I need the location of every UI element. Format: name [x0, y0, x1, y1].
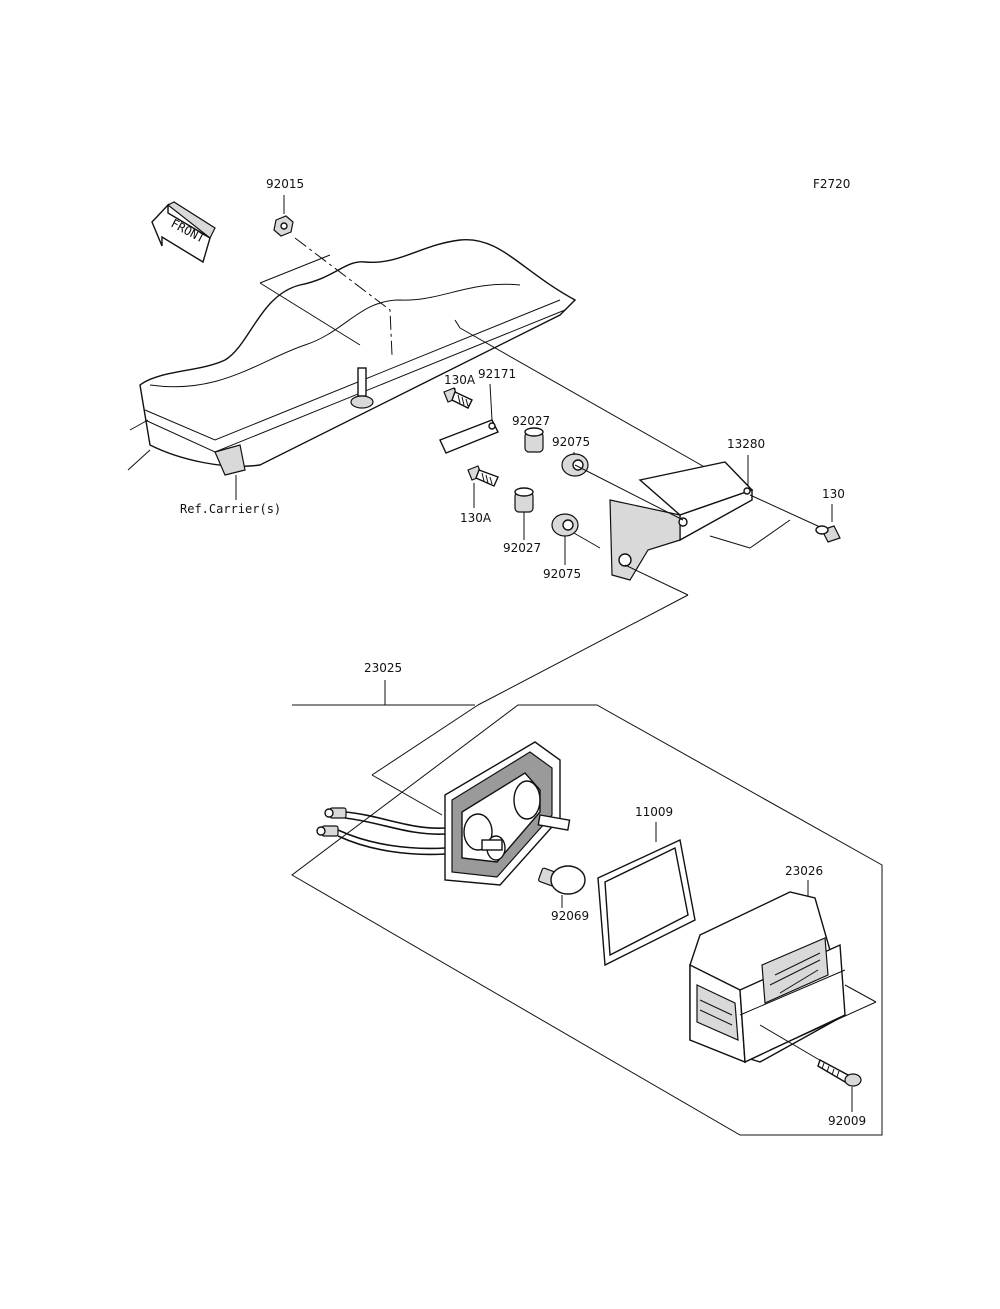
bulb-92069-part — [538, 865, 586, 895]
label-23026: 23026 — [785, 864, 823, 878]
figure-code: F2720 — [813, 177, 850, 191]
label-23025: 23025 — [364, 661, 402, 675]
label-92171: 92171 — [478, 367, 516, 381]
ref-carrier-label: Ref.Carrier(s) — [180, 502, 281, 516]
label-11009: 11009 — [635, 805, 673, 819]
bolt-130a-top-part — [443, 387, 473, 409]
bolt-130-part — [815, 525, 841, 543]
gasket-11009-part — [597, 838, 696, 967]
bracket-13280-part — [609, 461, 754, 581]
label-92027-bottom: 92027 — [503, 541, 541, 555]
label-130a-top: 130A — [444, 373, 476, 387]
strap-92171-part — [439, 419, 499, 454]
label-92075-top: 92075 — [552, 435, 590, 449]
label-130: 130 — [822, 487, 845, 501]
label-92027-top: 92027 — [512, 414, 550, 428]
screw-92009-part — [817, 1058, 862, 1087]
front-arrow-icon: FRONT — [151, 201, 216, 264]
label-92075-bottom: 92075 — [543, 567, 581, 581]
label-92069: 92069 — [551, 909, 589, 923]
bolt-130a-bottom-part — [467, 465, 499, 487]
carrier-bolt-part — [350, 367, 374, 409]
carrier-ref-part — [127, 239, 577, 476]
grommet-92075-bottom-part — [551, 513, 579, 537]
collar-92027-bottom-part — [514, 487, 534, 513]
wire-harness-part — [316, 807, 446, 856]
label-13280: 13280 — [727, 437, 765, 451]
lens-23026-part — [689, 891, 846, 1064]
collar-92027-top-part — [524, 427, 544, 453]
label-92009: 92009 — [828, 1114, 866, 1128]
label-130a-bottom: 130A — [460, 511, 492, 525]
nut-92015-part — [273, 215, 294, 237]
taillight-base-23025-part — [444, 741, 571, 886]
label-92015: 92015 — [266, 177, 304, 191]
